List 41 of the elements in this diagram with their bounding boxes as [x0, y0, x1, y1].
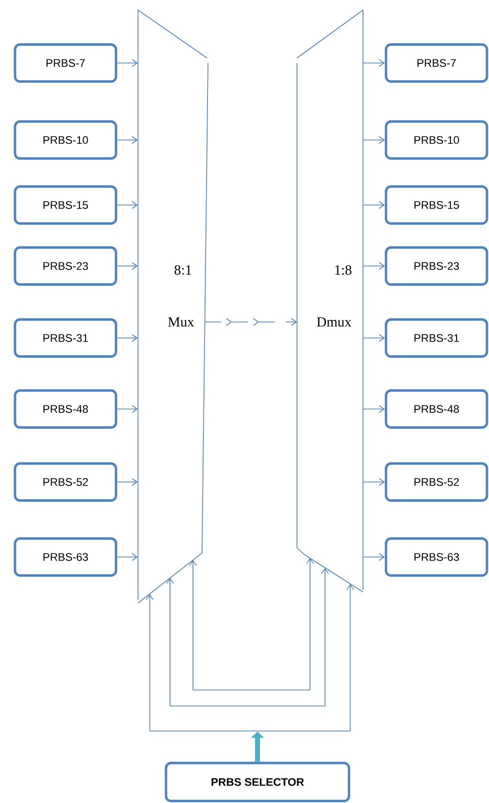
- arrow: [346, 584, 354, 732]
- prbs-box: PRBS-7: [384, 43, 488, 83]
- arrow: [116, 334, 138, 342]
- arrow: [146, 594, 154, 732]
- prbs-box: PRBS-23: [384, 246, 488, 286]
- arrow: [362, 478, 385, 486]
- prbs-box: PRBS-63: [384, 537, 488, 577]
- arrow: [362, 262, 385, 270]
- mux-block: 8:1 Mux: [138, 9, 208, 604]
- arrow: [116, 405, 138, 413]
- bus-line: [149, 730, 351, 732]
- prbs-box: PRBS-31: [14, 318, 118, 358]
- arrow: [362, 59, 385, 67]
- arrow: [116, 136, 138, 144]
- prbs-box: PRBS-52: [384, 462, 488, 502]
- arrow: [362, 553, 385, 561]
- demux-block: 1:8 Dmux: [296, 9, 364, 592]
- selector-box: PRBS SELECTOR: [164, 762, 350, 802]
- arrow: [204, 318, 298, 326]
- prbs-box: PRBS-23: [14, 246, 118, 286]
- prbs-box: PRBS-10: [384, 120, 488, 160]
- prbs-box: PRBS-15: [14, 185, 118, 225]
- arrow: [116, 262, 138, 270]
- prbs-box: PRBS-31: [384, 318, 488, 358]
- prbs-box: PRBS-7: [14, 43, 118, 83]
- prbs-box: PRBS-52: [14, 462, 118, 502]
- arrow: [189, 558, 314, 690]
- arrow: [116, 59, 138, 67]
- arrow: [362, 201, 385, 209]
- arrow: [362, 334, 385, 342]
- prbs-box: PRBS-48: [384, 389, 488, 429]
- arrow: [362, 136, 385, 144]
- arrow: [116, 201, 138, 209]
- arrow: [116, 553, 138, 561]
- prbs-box: PRBS-10: [14, 120, 118, 160]
- prbs-box: PRBS-63: [14, 537, 118, 577]
- arrow: [166, 568, 329, 706]
- arrow: [362, 405, 385, 413]
- prbs-box: PRBS-15: [384, 185, 488, 225]
- arrow: [116, 478, 138, 486]
- prbs-box: PRBS-48: [14, 389, 118, 429]
